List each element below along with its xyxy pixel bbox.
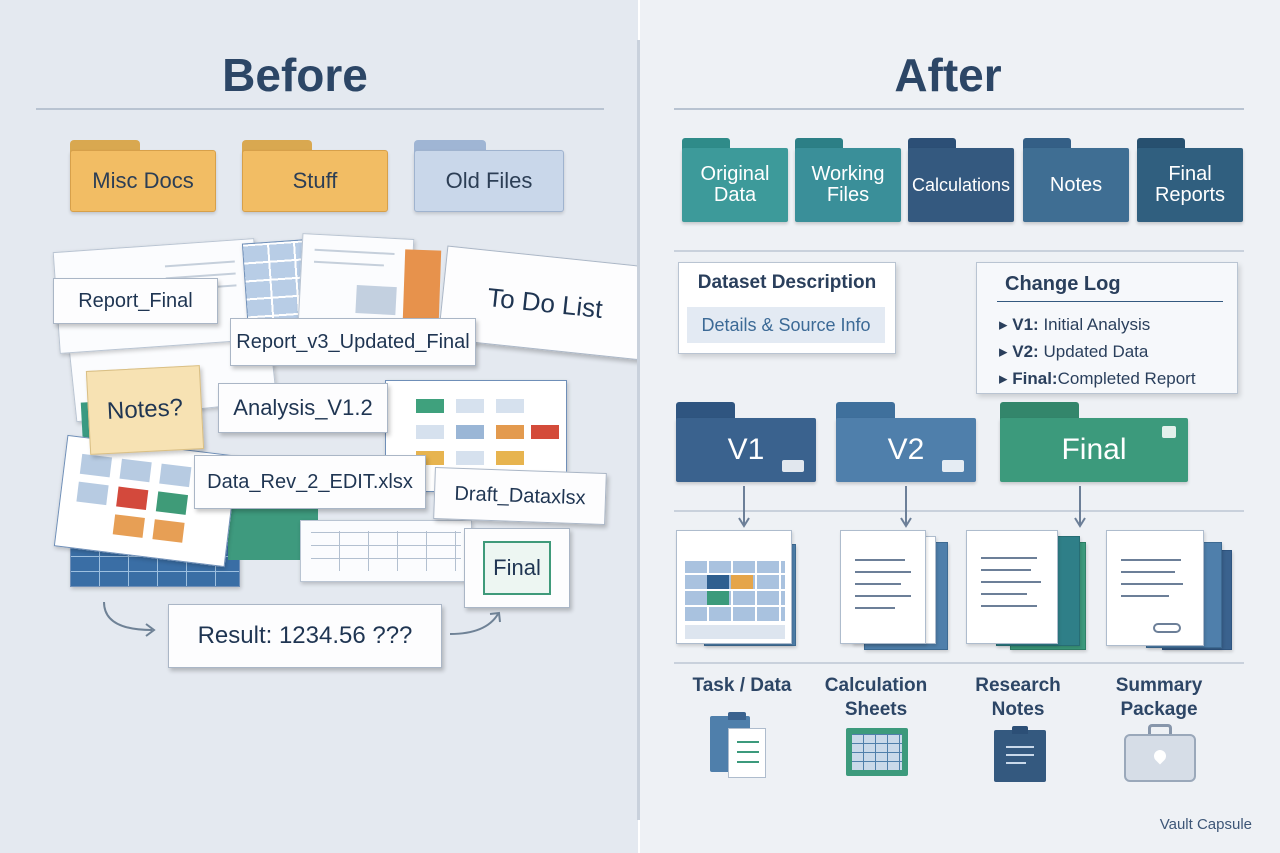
- arrow-down-icon: [900, 486, 912, 528]
- folder-label: Stuff: [242, 150, 388, 212]
- arrow-icon: [103, 601, 156, 637]
- notebook-icon: [994, 726, 1046, 782]
- folder-label: Misc Docs: [70, 150, 216, 212]
- spreadsheet-icon: [846, 728, 908, 776]
- before-title: Before: [222, 49, 368, 101]
- folder-label: Working Files: [795, 148, 901, 222]
- folder-label: Calculations: [908, 148, 1014, 222]
- folder-old-files[interactable]: Old Files: [414, 140, 564, 212]
- folder-label: Notes: [1023, 148, 1129, 222]
- dataset-title: Dataset Description: [697, 272, 877, 293]
- research-doc-stack[interactable]: [966, 530, 1090, 650]
- brand-label: Vault Capsule: [1159, 816, 1252, 833]
- category-research-notes: Research Notes: [975, 675, 1061, 720]
- change-log-list: ▸ V1: Initial Analysis ▸ V2: Updated Dat…: [999, 311, 1196, 392]
- file-label-report-final[interactable]: Report_Final: [53, 278, 218, 324]
- folder-stuff[interactable]: Stuff: [242, 140, 388, 212]
- result-box[interactable]: Result: 1234.56 ???: [168, 604, 442, 668]
- folder-calculations[interactable]: Calculations: [908, 138, 1014, 222]
- change-log-card[interactable]: Change Log ▸ V1: Initial Analysis ▸ V2: …: [976, 262, 1238, 394]
- after-divider: [674, 108, 1244, 110]
- version-folder-final[interactable]: Final: [1000, 402, 1188, 482]
- play-icon: ▸: [999, 342, 1013, 361]
- file-label-final[interactable]: Final: [464, 528, 570, 608]
- folder-label: Old Files: [414, 150, 564, 212]
- change-log-entry: ▸ V1: Initial Analysis: [999, 315, 1151, 334]
- arrow-icon: [449, 611, 501, 635]
- folder-misc-docs[interactable]: Misc Docs: [70, 140, 216, 212]
- before-divider: [36, 108, 604, 110]
- before-panel: Before Misc Docs Stuff Old Files: [0, 0, 638, 853]
- spreadsheet-doc-stack[interactable]: [676, 530, 800, 650]
- category-summary-package: Summary Package: [1115, 675, 1203, 720]
- file-label-text: Final: [493, 555, 541, 580]
- folder-original-data[interactable]: Original Data: [682, 138, 788, 222]
- after-panel: After Original Data Working Files Calcul…: [640, 0, 1280, 853]
- orange-sheet: [402, 249, 442, 321]
- folder-notes[interactable]: Notes: [1023, 138, 1129, 222]
- category-calculation-sheets: Calculation Sheets: [824, 675, 928, 720]
- arrow-down-icon: [1074, 486, 1086, 528]
- sticky-note-notes[interactable]: Notes?: [85, 365, 205, 455]
- section-divider: [674, 510, 1244, 512]
- change-log-title: Change Log: [1005, 273, 1121, 295]
- dataset-subtitle: Details & Source Info: [687, 307, 885, 343]
- documents-icon: [710, 712, 772, 778]
- arrow-down-icon: [738, 486, 750, 528]
- briefcase-icon: [1124, 724, 1196, 784]
- file-label-data-rev[interactable]: Data_Rev_2_EDIT.xlsx: [194, 455, 426, 509]
- after-title: After: [894, 49, 1002, 101]
- loose-paper: [297, 233, 415, 331]
- version-label: V1: [727, 433, 765, 466]
- version-folder-v2[interactable]: V2: [836, 402, 976, 482]
- calculation-doc-stack[interactable]: [840, 530, 950, 650]
- link-icon: [1153, 623, 1181, 633]
- category-task-data: Task / Data: [692, 675, 792, 696]
- file-label-report-v3[interactable]: Report_v3_Updated_Final: [230, 318, 476, 366]
- folder-working-files[interactable]: Working Files: [795, 138, 901, 222]
- version-label: V2: [887, 433, 925, 466]
- play-icon: ▸: [999, 369, 1013, 388]
- version-label: Final: [1061, 433, 1127, 466]
- change-log-entry: ▸ V2: Updated Data: [999, 342, 1149, 361]
- panel-divider: [637, 40, 640, 820]
- file-label-draft-data[interactable]: Draft_Dataxlsx: [433, 467, 607, 525]
- summary-doc-stack[interactable]: [1106, 530, 1238, 650]
- folder-final-reports[interactable]: Final Reports: [1137, 138, 1243, 222]
- version-folder-v1[interactable]: V1: [676, 402, 816, 482]
- play-icon: ▸: [999, 315, 1013, 334]
- folder-label: Final Reports: [1137, 148, 1243, 222]
- file-label-analysis[interactable]: Analysis_V1.2: [218, 383, 388, 433]
- dataset-description-card[interactable]: Dataset Description Details & Source Inf…: [678, 262, 896, 354]
- change-log-entry: ▸ Final:Completed Report: [999, 369, 1196, 388]
- section-divider: [674, 662, 1244, 664]
- folder-label: Original Data: [682, 148, 788, 222]
- loose-paper: [300, 520, 472, 582]
- section-divider: [674, 250, 1244, 252]
